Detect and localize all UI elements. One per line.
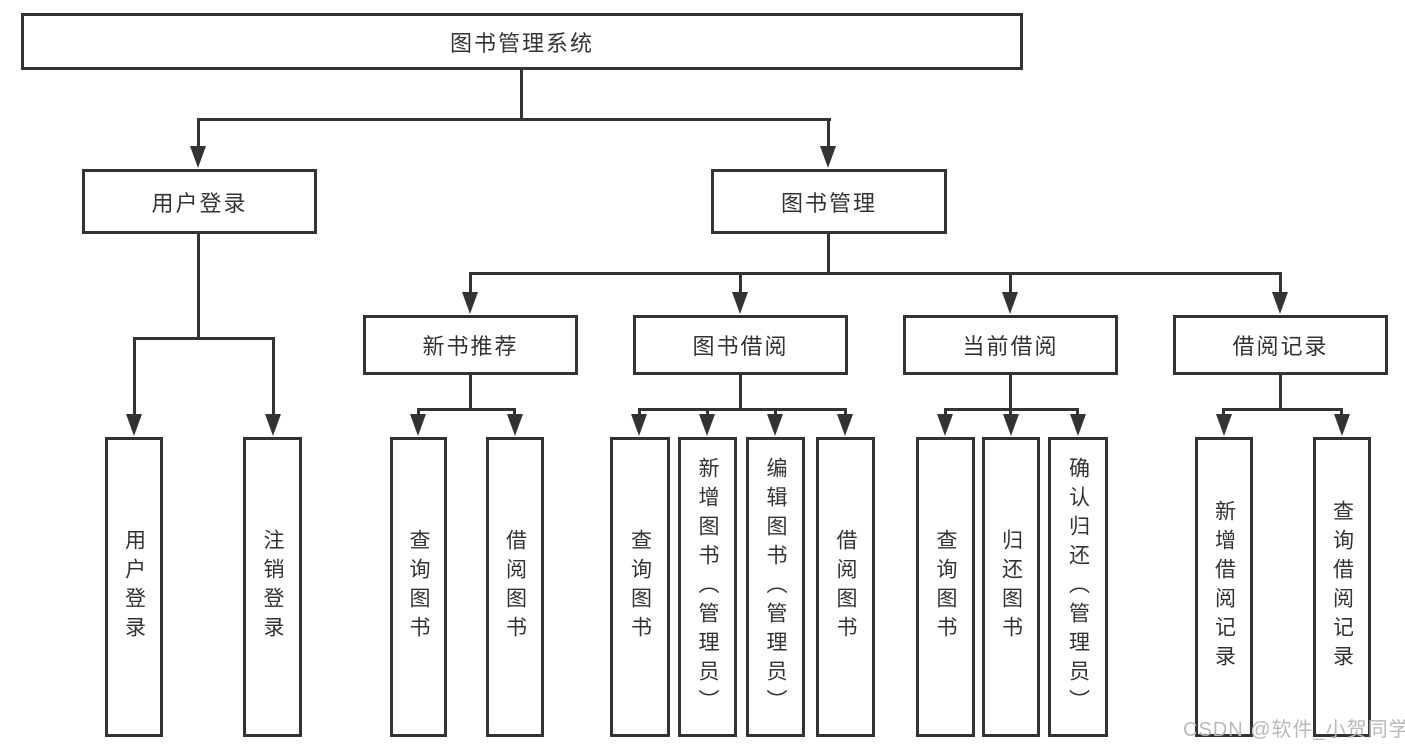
arrowhead-user-leaf2 <box>265 414 281 436</box>
connector-current-drop <box>1009 272 1012 292</box>
connector-book-drop <box>827 118 830 150</box>
leaf-add-books-admin: 新增图书（管理员） <box>678 437 737 737</box>
node-borrow-records: 借阅记录 <box>1173 315 1388 375</box>
connector-user-stem <box>197 234 200 337</box>
leaf-user-login: 用户登录 <box>105 437 163 737</box>
arrowhead-records-leaf1 <box>1216 414 1232 436</box>
connector-newbooks-leaf2-drop <box>513 408 516 418</box>
connector-borrow-drop <box>739 272 742 292</box>
connector-newbooks-drop <box>469 272 472 292</box>
connector-borrow-leaf1-drop <box>638 408 641 418</box>
node-library-system: 图书管理系统 <box>21 13 1023 70</box>
connector-records-drop <box>1279 272 1282 292</box>
arrowhead-newbooks-leaf2 <box>507 414 523 436</box>
connector-records-leaf1-drop <box>1222 408 1225 418</box>
arrowhead-current <box>1002 292 1018 314</box>
leaf-edit-books-admin: 编辑图书（管理员） <box>746 437 805 737</box>
connector-current-stem <box>1009 375 1012 408</box>
arrowhead-book <box>820 146 836 168</box>
arrowhead-borrow-leaf4 <box>837 414 853 436</box>
leaf-query-books-current: 查询图书 <box>916 437 975 737</box>
leaf-borrow-books-borrow-label: 借阅图书 <box>834 529 857 645</box>
node-user-login: 用户登录 <box>82 169 317 234</box>
arrowhead-current-leaf2 <box>1003 414 1019 436</box>
leaf-borrow-books-borrow: 借阅图书 <box>816 437 875 737</box>
arrowhead-current-leaf1 <box>937 414 953 436</box>
arrowhead-records-leaf2 <box>1334 414 1350 436</box>
leaf-query-books-newbooks: 查询图书 <box>390 437 447 737</box>
leaf-confirm-return-admin: 确认归还（管理员） <box>1048 437 1108 737</box>
connector-newbooks-stem <box>469 375 472 408</box>
leaf-logout-label: 注销登录 <box>261 529 284 645</box>
node-current-borrowing: 当前借阅 <box>903 315 1118 375</box>
node-new-book-recommend: 新书推荐 <box>363 315 578 375</box>
leaf-edit-books-admin-label: 编辑图书（管理员） <box>764 456 787 718</box>
leaf-add-borrow-record-label: 新增借阅记录 <box>1212 500 1236 674</box>
connector-borrow-bar <box>639 408 847 411</box>
connector-current-leaf2-drop <box>1009 408 1012 418</box>
leaf-query-books-borrow-label: 查询图书 <box>628 529 652 645</box>
node-book-management: 图书管理 <box>711 169 947 234</box>
leaf-query-books-newbooks-label: 查询图书 <box>407 529 430 645</box>
arrowhead-newbooks <box>462 292 478 314</box>
csdn-watermark: CSDN @软件_小贺同学 <box>1183 719 1405 741</box>
connector-borrow-leaf3-drop <box>774 408 777 418</box>
connector-user-drop <box>197 118 200 150</box>
connector-root-stem <box>520 70 523 118</box>
connector-records-bar <box>1223 408 1343 411</box>
connector-current-leaf1-drop <box>944 408 947 418</box>
connector-user-bar <box>133 337 275 340</box>
connector-borrow-leaf2-drop <box>706 408 709 418</box>
arrowhead-records <box>1272 292 1288 314</box>
arrowhead-user <box>190 146 206 168</box>
arrowhead-newbooks-leaf1 <box>410 414 426 436</box>
leaf-add-books-admin-label: 新增图书（管理员） <box>696 456 719 718</box>
arrowhead-user-leaf1 <box>126 414 142 436</box>
arrowhead-borrow <box>732 292 748 314</box>
arrowhead-current-leaf3 <box>1070 414 1086 436</box>
connector-user-leaf2-drop <box>272 337 275 415</box>
connector-records-stem <box>1279 375 1282 408</box>
leaf-return-books-label: 归还图书 <box>999 529 1023 645</box>
arrowhead-borrow-leaf1 <box>631 414 647 436</box>
connector-level3-bar <box>469 272 1282 275</box>
connector-book-stem <box>827 234 830 272</box>
node-book-borrowing: 图书借阅 <box>633 315 848 375</box>
leaf-return-books: 归还图书 <box>982 437 1040 737</box>
leaf-query-books-current-label: 查询图书 <box>934 529 957 645</box>
connector-borrow-leaf4-drop <box>844 408 847 418</box>
arrowhead-borrow-leaf3 <box>767 414 783 436</box>
leaf-borrow-books-newbooks: 借阅图书 <box>486 437 544 737</box>
connector-level2-bar <box>197 118 831 121</box>
leaf-confirm-return-admin-label: 确认归还（管理员） <box>1066 456 1090 718</box>
connector-borrow-stem <box>739 375 742 408</box>
leaf-add-borrow-record: 新增借阅记录 <box>1195 437 1253 737</box>
connector-newbooks-leaf1-drop <box>417 408 420 418</box>
leaf-borrow-books-newbooks-label: 借阅图书 <box>503 529 527 645</box>
leaf-query-borrow-record-label: 查询借阅记录 <box>1330 500 1354 674</box>
leaf-user-login-label: 用户登录 <box>122 529 146 645</box>
connector-user-leaf1-drop <box>133 337 136 415</box>
connector-records-leaf2-drop <box>1340 408 1343 418</box>
leaf-query-borrow-record: 查询借阅记录 <box>1313 437 1371 737</box>
leaf-query-books-borrow: 查询图书 <box>610 437 670 737</box>
connector-current-leaf3-drop <box>1076 408 1079 418</box>
arrowhead-borrow-leaf2 <box>699 414 715 436</box>
connector-newbooks-bar <box>417 408 516 411</box>
leaf-logout: 注销登录 <box>243 437 302 737</box>
